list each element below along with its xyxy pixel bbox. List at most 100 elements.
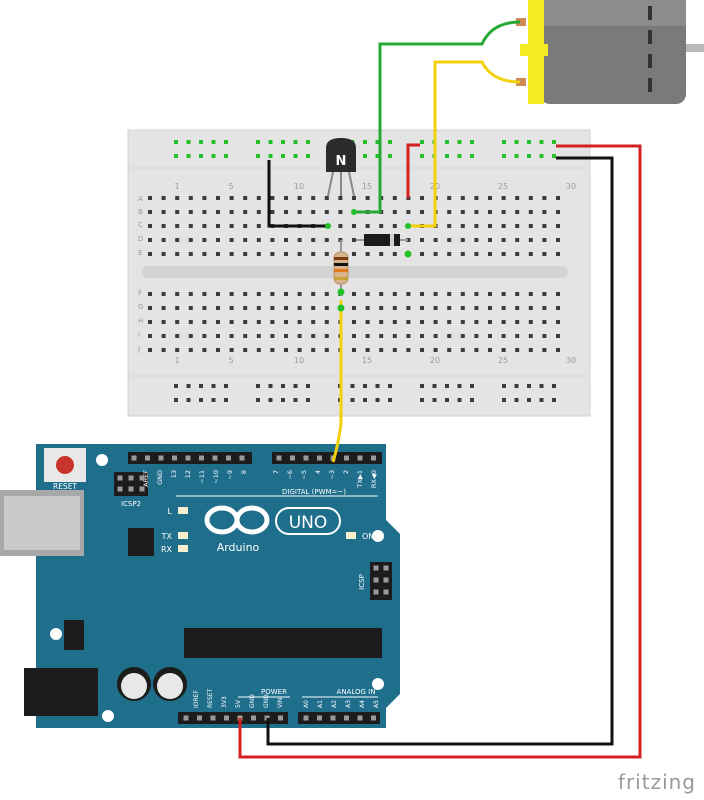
- mounting-hole: [372, 678, 384, 690]
- row-label: J: [137, 345, 140, 353]
- wire-black-gnd[interactable]: [266, 156, 614, 746]
- wire-yellow-signal[interactable]: [331, 300, 343, 463]
- power-pin-label: RESET: [207, 688, 214, 708]
- breadboard-hole: [188, 306, 193, 310]
- breadboard-hole: [392, 348, 397, 352]
- breadboard-center-channel: [142, 266, 568, 278]
- col-label-top: 30: [566, 182, 576, 191]
- rail-hole: [256, 384, 260, 388]
- breadboard-hole: [229, 224, 234, 228]
- breadboard-hole: [420, 348, 424, 352]
- power-header: [178, 712, 288, 724]
- col-label-bottom: 5: [228, 356, 233, 365]
- wire-green-motor[interactable]: [354, 20, 521, 214]
- breadboard-hole: [284, 210, 288, 214]
- header-pin: [344, 455, 349, 461]
- rail-hole: [432, 398, 437, 402]
- active-hole: [325, 223, 331, 229]
- reset-button[interactable]: [56, 456, 74, 474]
- breadboard-hole: [175, 292, 180, 296]
- rail-hole: [306, 154, 310, 158]
- breadboard-hole: [420, 252, 424, 256]
- breadboard-hole: [474, 224, 479, 228]
- rail-hole: [375, 398, 380, 402]
- breadboard-hole: [488, 292, 492, 296]
- breadboard-hole: [311, 210, 316, 214]
- breadboard-hole: [460, 196, 465, 200]
- rail-hole: [281, 154, 285, 158]
- breadboard-hole: [256, 320, 261, 324]
- rail-hole: [470, 154, 474, 158]
- rail-hole: [457, 154, 462, 158]
- breadboard-hole: [188, 210, 193, 214]
- breadboard-hole: [352, 238, 356, 242]
- rail-hole: [514, 140, 519, 144]
- rail-hole: [388, 140, 392, 144]
- col-label-bottom: 30: [566, 356, 576, 365]
- breadboard-hole: [311, 292, 316, 296]
- breadboard-hole: [447, 306, 452, 310]
- rail-hole: [539, 384, 544, 388]
- rail-hole: [211, 140, 216, 144]
- breadboard-hole: [216, 238, 220, 242]
- power-pin-label: VIN: [277, 698, 284, 708]
- col-label-bottom: 1: [174, 356, 179, 365]
- breadboard-hole: [216, 320, 220, 324]
- header-pin: [172, 455, 177, 461]
- breadboard-hole: [297, 238, 302, 242]
- motor-shaft: [680, 44, 704, 52]
- rail-hole: [268, 154, 273, 158]
- wire-black-ground-jumper[interactable]: [267, 160, 328, 228]
- connection-highlights: [325, 209, 412, 312]
- rail-hole: [470, 398, 474, 402]
- breadboard-hole: [420, 196, 424, 200]
- breadboard-hole: [556, 348, 560, 352]
- rail-hole: [420, 384, 424, 388]
- digital-pin-label: 7: [272, 470, 280, 474]
- transistor-leg: [348, 171, 355, 197]
- rail-hole: [306, 398, 310, 402]
- breadboard-hole: [270, 196, 275, 200]
- header-pin: [199, 455, 204, 461]
- icsp2-pin: [117, 486, 123, 492]
- breadboard-hole: [501, 196, 506, 200]
- breadboard-hole: [188, 196, 193, 200]
- breadboard-hole: [392, 210, 397, 214]
- wire-red-supply-jumper[interactable]: [406, 143, 420, 198]
- breadboard-hole: [542, 306, 547, 310]
- breadboard-hole: [447, 334, 452, 338]
- breadboard-hole: [297, 348, 302, 352]
- breadboard-hole: [542, 320, 547, 324]
- resistor[interactable]: [333, 240, 349, 296]
- digital-pin-label: 13: [170, 470, 178, 478]
- diode[interactable]: [356, 234, 408, 246]
- header-pin: [317, 715, 322, 721]
- breadboard-hole: [284, 196, 288, 200]
- breadboard-hole: [202, 320, 207, 324]
- breadboard-hole: [501, 224, 506, 228]
- breadboard-hole: [148, 210, 152, 214]
- npn-transistor[interactable]: N: [326, 138, 356, 197]
- wire-red-5v[interactable]: [238, 144, 642, 759]
- dc-motor[interactable]: [516, 0, 704, 104]
- rail-hole: [539, 398, 544, 402]
- icsp-pin: [383, 589, 389, 595]
- arduino-uno[interactable]: RESET ICSP2 DIGITAL (PWM=~) L TX RX ON A…: [0, 444, 400, 728]
- breadboard-hole: [460, 306, 465, 310]
- active-hole: [404, 250, 412, 258]
- breadboard-hole: [420, 320, 424, 324]
- resistor-band: [334, 257, 348, 260]
- power-label: POWER: [261, 688, 287, 696]
- breadboard-hole: [229, 252, 234, 256]
- breadboard-hole: [460, 348, 465, 352]
- atmega-chip: [184, 628, 382, 658]
- led-tx-label: TX: [161, 532, 173, 541]
- breadboard-hole: [420, 334, 424, 338]
- wire-yellow-motor[interactable]: [408, 60, 521, 228]
- breadboard-hole: [433, 334, 438, 338]
- breadboard-hole: [324, 334, 329, 338]
- analog-header: [298, 712, 380, 724]
- breadboard-hole: [474, 210, 479, 214]
- breadboard-hole: [406, 320, 411, 324]
